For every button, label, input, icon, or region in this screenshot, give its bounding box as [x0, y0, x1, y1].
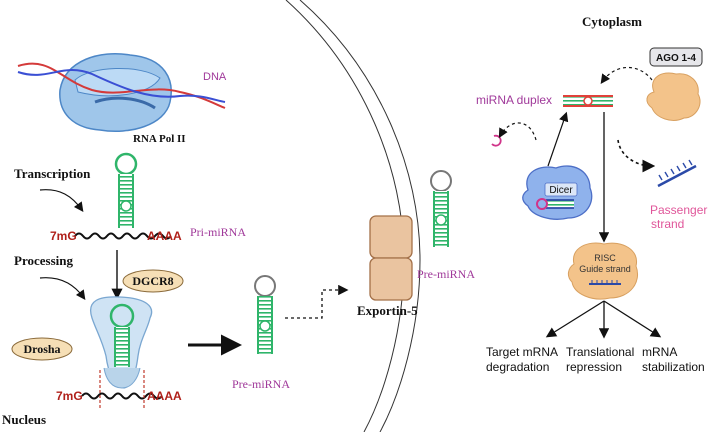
to-exportin-arrow	[285, 284, 349, 319]
pre-mirna-cytoplasm-label: Pre-miRNA	[417, 267, 475, 281]
dgcr8-badge	[122, 269, 184, 293]
nuclear-envelope-outer	[299, 0, 421, 432]
transcription-label: Transcription	[14, 166, 91, 181]
ago-badge	[649, 47, 703, 67]
dicer-loop-fragment	[491, 134, 502, 147]
passenger-label-line2: strand	[651, 217, 684, 231]
outcome-stabilization-line2: stabilization	[642, 360, 705, 374]
processing-arrow	[39, 277, 86, 300]
drosha-strand	[81, 392, 163, 400]
exportin-5-label: Exportin-5	[357, 303, 418, 318]
passenger-label-line1: Passenger	[650, 203, 707, 217]
polya-label-1: AAAA	[147, 229, 182, 243]
drosha-complex-icon	[90, 296, 153, 389]
dgcr8-label: DGCR8	[132, 274, 173, 288]
dna-label: DNA	[203, 71, 227, 83]
passenger-strand-icon	[657, 159, 697, 188]
risc-to-stabilization-arrow	[603, 300, 662, 338]
nucleus-label: Nucleus	[2, 412, 46, 427]
dicer-to-duplex-arrow	[547, 111, 569, 167]
drosha-label: Drosha	[23, 342, 60, 356]
pri-mirna-label: Pri-miRNA	[190, 225, 246, 239]
dicer-icon	[522, 165, 593, 220]
cap-label-2: 7mG	[56, 389, 83, 403]
polya-label-2: AAAA	[147, 389, 182, 403]
outcome-repression-line2: repression	[566, 360, 622, 374]
dicer-label: Dicer	[549, 185, 573, 196]
ago-protein-icon	[646, 72, 701, 121]
ago-label: AGO 1-4	[656, 53, 696, 64]
drosha-badge	[11, 337, 73, 361]
cap-label-1: 7mG	[50, 229, 77, 243]
exportin-5-icon	[369, 215, 413, 301]
pri-mirna-hairpin	[114, 152, 138, 228]
outcome-degradation-line2: degradation	[486, 360, 549, 374]
pre-mirna-nucleus-hairpin	[254, 275, 276, 354]
processing-label: Processing	[14, 253, 73, 268]
mirna-duplex-label: miRNA duplex	[476, 93, 552, 107]
risc-to-degradation-arrow	[545, 300, 605, 338]
rna-pol-ii-label: RNA Pol II	[133, 133, 186, 145]
risc-label: RISC	[594, 253, 616, 263]
mirna-duplex-icon	[563, 95, 613, 107]
pre-mirna-nucleus-label: Pre-miRNA	[232, 377, 290, 391]
guide-strand-icon	[589, 280, 621, 285]
pre-mirna-cytoplasm-hairpin	[430, 170, 452, 247]
ago-to-duplex-arrow	[600, 67, 653, 84]
outcome-repression-line1: Translational	[566, 345, 634, 359]
dicer-to-loop-arrow	[498, 122, 537, 141]
transcription-arrow	[39, 189, 84, 212]
dna-helix-icon	[17, 62, 226, 109]
pri-mirna-strand	[74, 232, 172, 240]
guide-strand-label: Guide strand	[579, 264, 631, 274]
duplex-to-passenger-arrow	[617, 139, 656, 173]
outcome-stabilization-line1: mRNA	[642, 345, 677, 359]
cytoplasm-label: Cytoplasm	[582, 14, 642, 29]
outcome-degradation-line1: Target mRNA	[486, 345, 558, 359]
